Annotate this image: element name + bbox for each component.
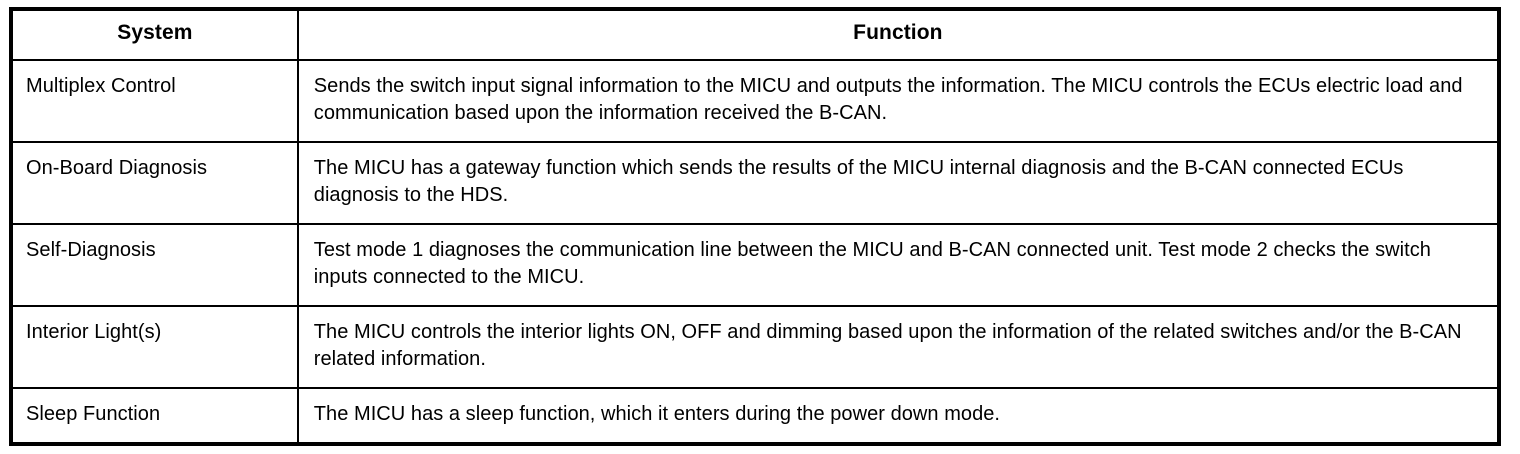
cell-system: On-Board Diagnosis <box>10 141 299 225</box>
cell-function: Sends the switch input signal informatio… <box>296 59 1501 143</box>
cell-function: The MICU has a gateway function which se… <box>296 141 1501 225</box>
table-header-row: System Function <box>10 8 1501 61</box>
cell-function: The MICU controls the interior lights ON… <box>296 305 1501 389</box>
cell-system: Interior Light(s) <box>10 305 299 389</box>
cell-system: Self-Diagnosis <box>10 223 299 307</box>
column-header-function: Function <box>296 8 1501 61</box>
column-header-system: System <box>10 8 299 61</box>
table-row: On-Board Diagnosis The MICU has a gatewa… <box>10 141 1501 225</box>
cell-function: Test mode 1 diagnoses the communication … <box>296 223 1501 307</box>
cell-function-text: Sends the switch input signal informatio… <box>313 75 1463 124</box>
table-row: Interior Light(s) The MICU controls the … <box>10 305 1501 389</box>
cell-system: Multiplex Control <box>10 59 299 143</box>
cell-function-text: Test mode 1 diagnoses the communication … <box>313 239 1431 288</box>
cell-function-text: The MICU controls the interior lights ON… <box>313 321 1462 370</box>
table-row: Sleep Function The MICU has a sleep func… <box>10 387 1501 445</box>
cell-function-text: The MICU has a sleep function, which it … <box>313 403 1001 425</box>
table-header: System Function <box>10 8 1501 61</box>
micu-function-table: System Function Multiplex Control Sends … <box>9 7 1501 446</box>
cell-system: Sleep Function <box>10 387 299 445</box>
cell-function: The MICU has a sleep function, which it … <box>296 387 1501 445</box>
cell-function-text: The MICU has a gateway function which se… <box>313 157 1404 206</box>
table-row: Multiplex Control Sends the switch input… <box>10 59 1501 143</box>
table-body: Multiplex Control Sends the switch input… <box>10 59 1501 445</box>
table-row: Self-Diagnosis Test mode 1 diagnoses the… <box>10 223 1501 307</box>
